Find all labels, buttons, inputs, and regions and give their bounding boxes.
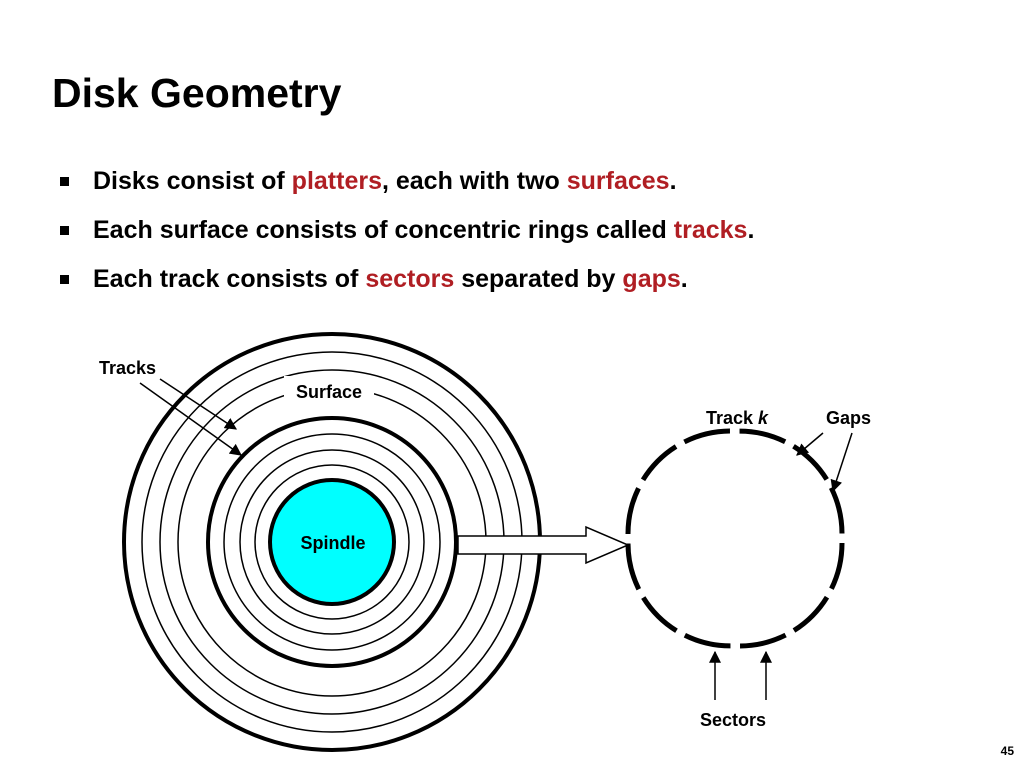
sectors-label: Sectors bbox=[700, 710, 766, 730]
tracks-pointer-arrow bbox=[139, 382, 242, 456]
spindle bbox=[268, 478, 396, 606]
sector bbox=[640, 444, 678, 482]
bullet-segment: separated by bbox=[454, 265, 623, 293]
highlight-term-platters: platters bbox=[291, 167, 382, 195]
disk-platter bbox=[122, 332, 542, 752]
gaps-label: Gaps bbox=[826, 408, 871, 428]
tracks-pointer-arrow bbox=[159, 378, 238, 430]
bullet-square-icon bbox=[60, 177, 69, 186]
sector bbox=[739, 632, 787, 649]
track-ring bbox=[223, 433, 441, 651]
bullet-segment: Each track consists of bbox=[93, 265, 366, 293]
bullet-segment: Each surface consists of concentric ring… bbox=[93, 216, 674, 244]
track-k-label-prefix: Track bbox=[706, 408, 758, 428]
highlight-term-surfaces: surfaces bbox=[566, 167, 670, 195]
track-ring bbox=[239, 449, 425, 635]
track-ring bbox=[254, 464, 410, 620]
bullet-square-icon bbox=[60, 275, 69, 284]
surface-label: Surface bbox=[296, 382, 362, 402]
bullet-text: Each surface consists of concentric ring… bbox=[93, 209, 754, 251]
sector bbox=[625, 543, 642, 591]
highlight-term-sectors: sectors bbox=[365, 265, 455, 293]
slide-number: 45 bbox=[1000, 744, 1014, 758]
slide-title: Disk Geometry bbox=[52, 70, 342, 116]
bullet-square-icon bbox=[60, 226, 69, 235]
bullet-segment: . bbox=[747, 216, 755, 244]
bullet-text: Disks consist of platters, each with two… bbox=[93, 160, 677, 202]
bullet-segment: . bbox=[680, 265, 688, 293]
highlight-term-gaps: gaps bbox=[622, 265, 681, 293]
spindle-label: Spindle bbox=[300, 533, 365, 553]
zoom-arrow bbox=[457, 525, 630, 565]
track-k-label: Track k bbox=[706, 408, 769, 428]
sector bbox=[792, 444, 829, 481]
bullet-text: Each track consists of sectors separated… bbox=[93, 258, 688, 300]
gap-pointer-arrow bbox=[796, 432, 824, 456]
track-k-variable: k bbox=[758, 408, 769, 428]
sector bbox=[829, 542, 845, 590]
track-k-ring bbox=[206, 416, 458, 668]
gap-pointer-arrow bbox=[830, 432, 853, 493]
sector bbox=[828, 486, 845, 534]
sector bbox=[792, 595, 830, 633]
highlight-term-tracks: tracks bbox=[673, 216, 748, 244]
track-k-detail bbox=[625, 428, 845, 649]
sector bbox=[739, 428, 787, 445]
sector bbox=[625, 487, 641, 535]
bullet-segment: Disks consist of bbox=[93, 167, 292, 195]
bullet-segment: , each with two bbox=[381, 167, 567, 195]
sector bbox=[683, 428, 731, 445]
tracks-label: Tracks bbox=[99, 358, 156, 378]
sector bbox=[683, 632, 731, 649]
sector bbox=[641, 596, 678, 633]
surface-label-background bbox=[284, 376, 374, 406]
bullet-segment: . bbox=[669, 167, 677, 195]
